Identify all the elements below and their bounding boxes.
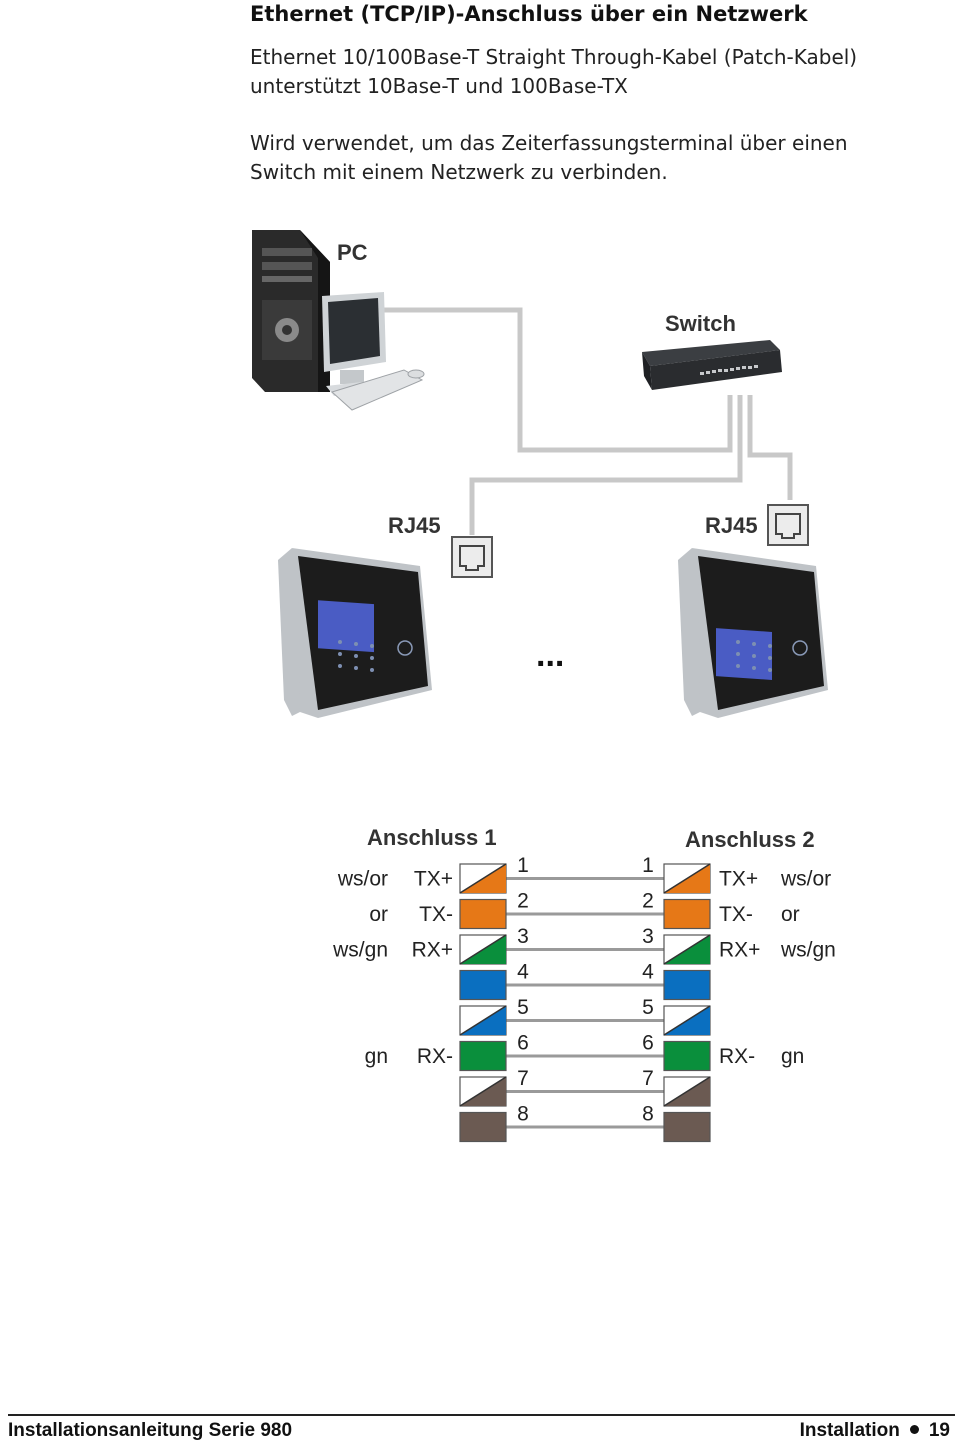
footer-section: Installation	[799, 1420, 900, 1441]
footer-document-title: Installationsanleitung Serie 980	[8, 1420, 293, 1441]
intro-line-1: Ethernet 10/100Base-T Straight Through-K…	[250, 45, 858, 69]
pin-number-left: 7	[517, 1067, 529, 1090]
rj45-label-right: RJ45	[705, 513, 758, 538]
pin-number-right: 8	[642, 1103, 654, 1126]
pin-number-left: 2	[517, 890, 529, 913]
rj45-port-icon-right	[767, 504, 809, 546]
pin-swatch-right	[663, 1111, 711, 1143]
pin-swatch-left	[459, 969, 507, 1001]
pin-swatch-right	[663, 1005, 711, 1036]
signal-label-left: TX+	[414, 868, 453, 891]
signal-label-left: TX-	[419, 903, 453, 926]
pin-swatch-right	[663, 934, 711, 965]
pin-number-right: 1	[642, 854, 654, 877]
intro-line-2: unterstützt 10Base-T und 100Base-TX	[250, 74, 628, 98]
pc-label: PC	[337, 240, 368, 265]
page-heading: Ethernet (TCP/IP)-Anschluss über ein Net…	[250, 2, 808, 26]
pin-number-right: 5	[642, 996, 654, 1019]
wire-color-label-left: gn	[365, 1045, 388, 1068]
usage-line-1: Wird verwendet, um das Zeiterfassungster…	[250, 131, 848, 155]
switch-label: Switch	[665, 311, 736, 336]
rj45-label-left: RJ45	[388, 513, 441, 538]
wire-color-label-right: gn	[781, 1045, 804, 1068]
intro-paragraph: Ethernet 10/100Base-T Straight Through-K…	[250, 43, 857, 101]
pin-rows: 1 1TX+ TX+ ws/or ws/or 2 2TX- TX-or or 3 3RX+ RX+ ws…	[332, 854, 836, 1143]
terminal-ellipsis: ...	[536, 636, 564, 674]
pin-swatch-right	[663, 1040, 711, 1072]
signal-label-right: TX+	[719, 868, 758, 891]
pin-number-right: 6	[642, 1032, 654, 1055]
pin-swatch-right	[663, 863, 711, 894]
footer-bullet	[909, 1425, 919, 1435]
wire-color-label-left: ws/or	[337, 868, 388, 891]
cable-switch-terminal-2	[747, 395, 793, 500]
pin-number-right: 2	[642, 890, 654, 913]
pin-swatch-right	[663, 898, 711, 930]
pin-number-left: 5	[517, 996, 529, 1019]
pin-swatch-right	[663, 1076, 711, 1107]
network-diagram: PC Switch RJ45 RJ45	[252, 230, 828, 718]
signal-label-right: RX-	[719, 1045, 755, 1068]
wire-color-label-right: or	[781, 903, 800, 926]
signal-label-right: RX+	[719, 939, 760, 962]
cable-pc-switch	[370, 307, 733, 453]
pin-swatch-right	[663, 969, 711, 1001]
pin-number-left: 1	[517, 854, 529, 877]
footer-page-info: Installation 19	[800, 1420, 950, 1442]
pin-swatch-left	[459, 863, 507, 894]
signal-label-left: RX-	[417, 1045, 453, 1068]
switch-icon	[642, 340, 782, 390]
pin-number-left: 3	[517, 925, 529, 948]
time-terminal-icon-1	[278, 548, 432, 718]
signal-label-left: RX+	[412, 939, 453, 962]
pin-number-right: 3	[642, 925, 654, 948]
usage-paragraph: Wird verwendet, um das Zeiterfassungster…	[250, 129, 848, 187]
pin-number-left: 8	[517, 1103, 529, 1126]
wire-color-label-right: ws/or	[780, 868, 831, 891]
pin-swatch-left	[459, 898, 507, 930]
pin-swatch-left	[459, 1040, 507, 1072]
pin-swatch-left	[459, 1076, 507, 1107]
footer-page-number: 19	[928, 1420, 950, 1441]
cable-switch-terminal-1	[469, 395, 743, 535]
wire-color-label-right: ws/gn	[780, 939, 836, 962]
pin-number-left: 4	[517, 961, 529, 984]
wire-color-label-left: or	[369, 903, 388, 926]
pin-number-left: 6	[517, 1032, 529, 1055]
pin-swatch-left	[459, 1005, 507, 1036]
connector-1-title: Anschluss 1	[367, 825, 497, 850]
keyboard-icon	[331, 369, 425, 411]
pc-tower-icon	[252, 230, 330, 392]
connector-2-title: Anschluss 2	[685, 827, 815, 852]
signal-label-right: TX-	[719, 903, 753, 926]
pin-swatch-left	[459, 934, 507, 965]
footer-rule	[8, 1414, 955, 1416]
network-cables	[370, 307, 793, 535]
pin-number-right: 7	[642, 1067, 654, 1090]
pin-number-right: 4	[642, 961, 654, 984]
usage-line-2: Switch mit einem Netzwerk zu verbinden.	[250, 160, 668, 184]
rj45-port-icon-left	[451, 536, 493, 578]
pin-swatch-left	[459, 1111, 507, 1143]
wire-color-label-left: ws/gn	[332, 939, 388, 962]
time-terminal-icon-2	[678, 548, 828, 718]
